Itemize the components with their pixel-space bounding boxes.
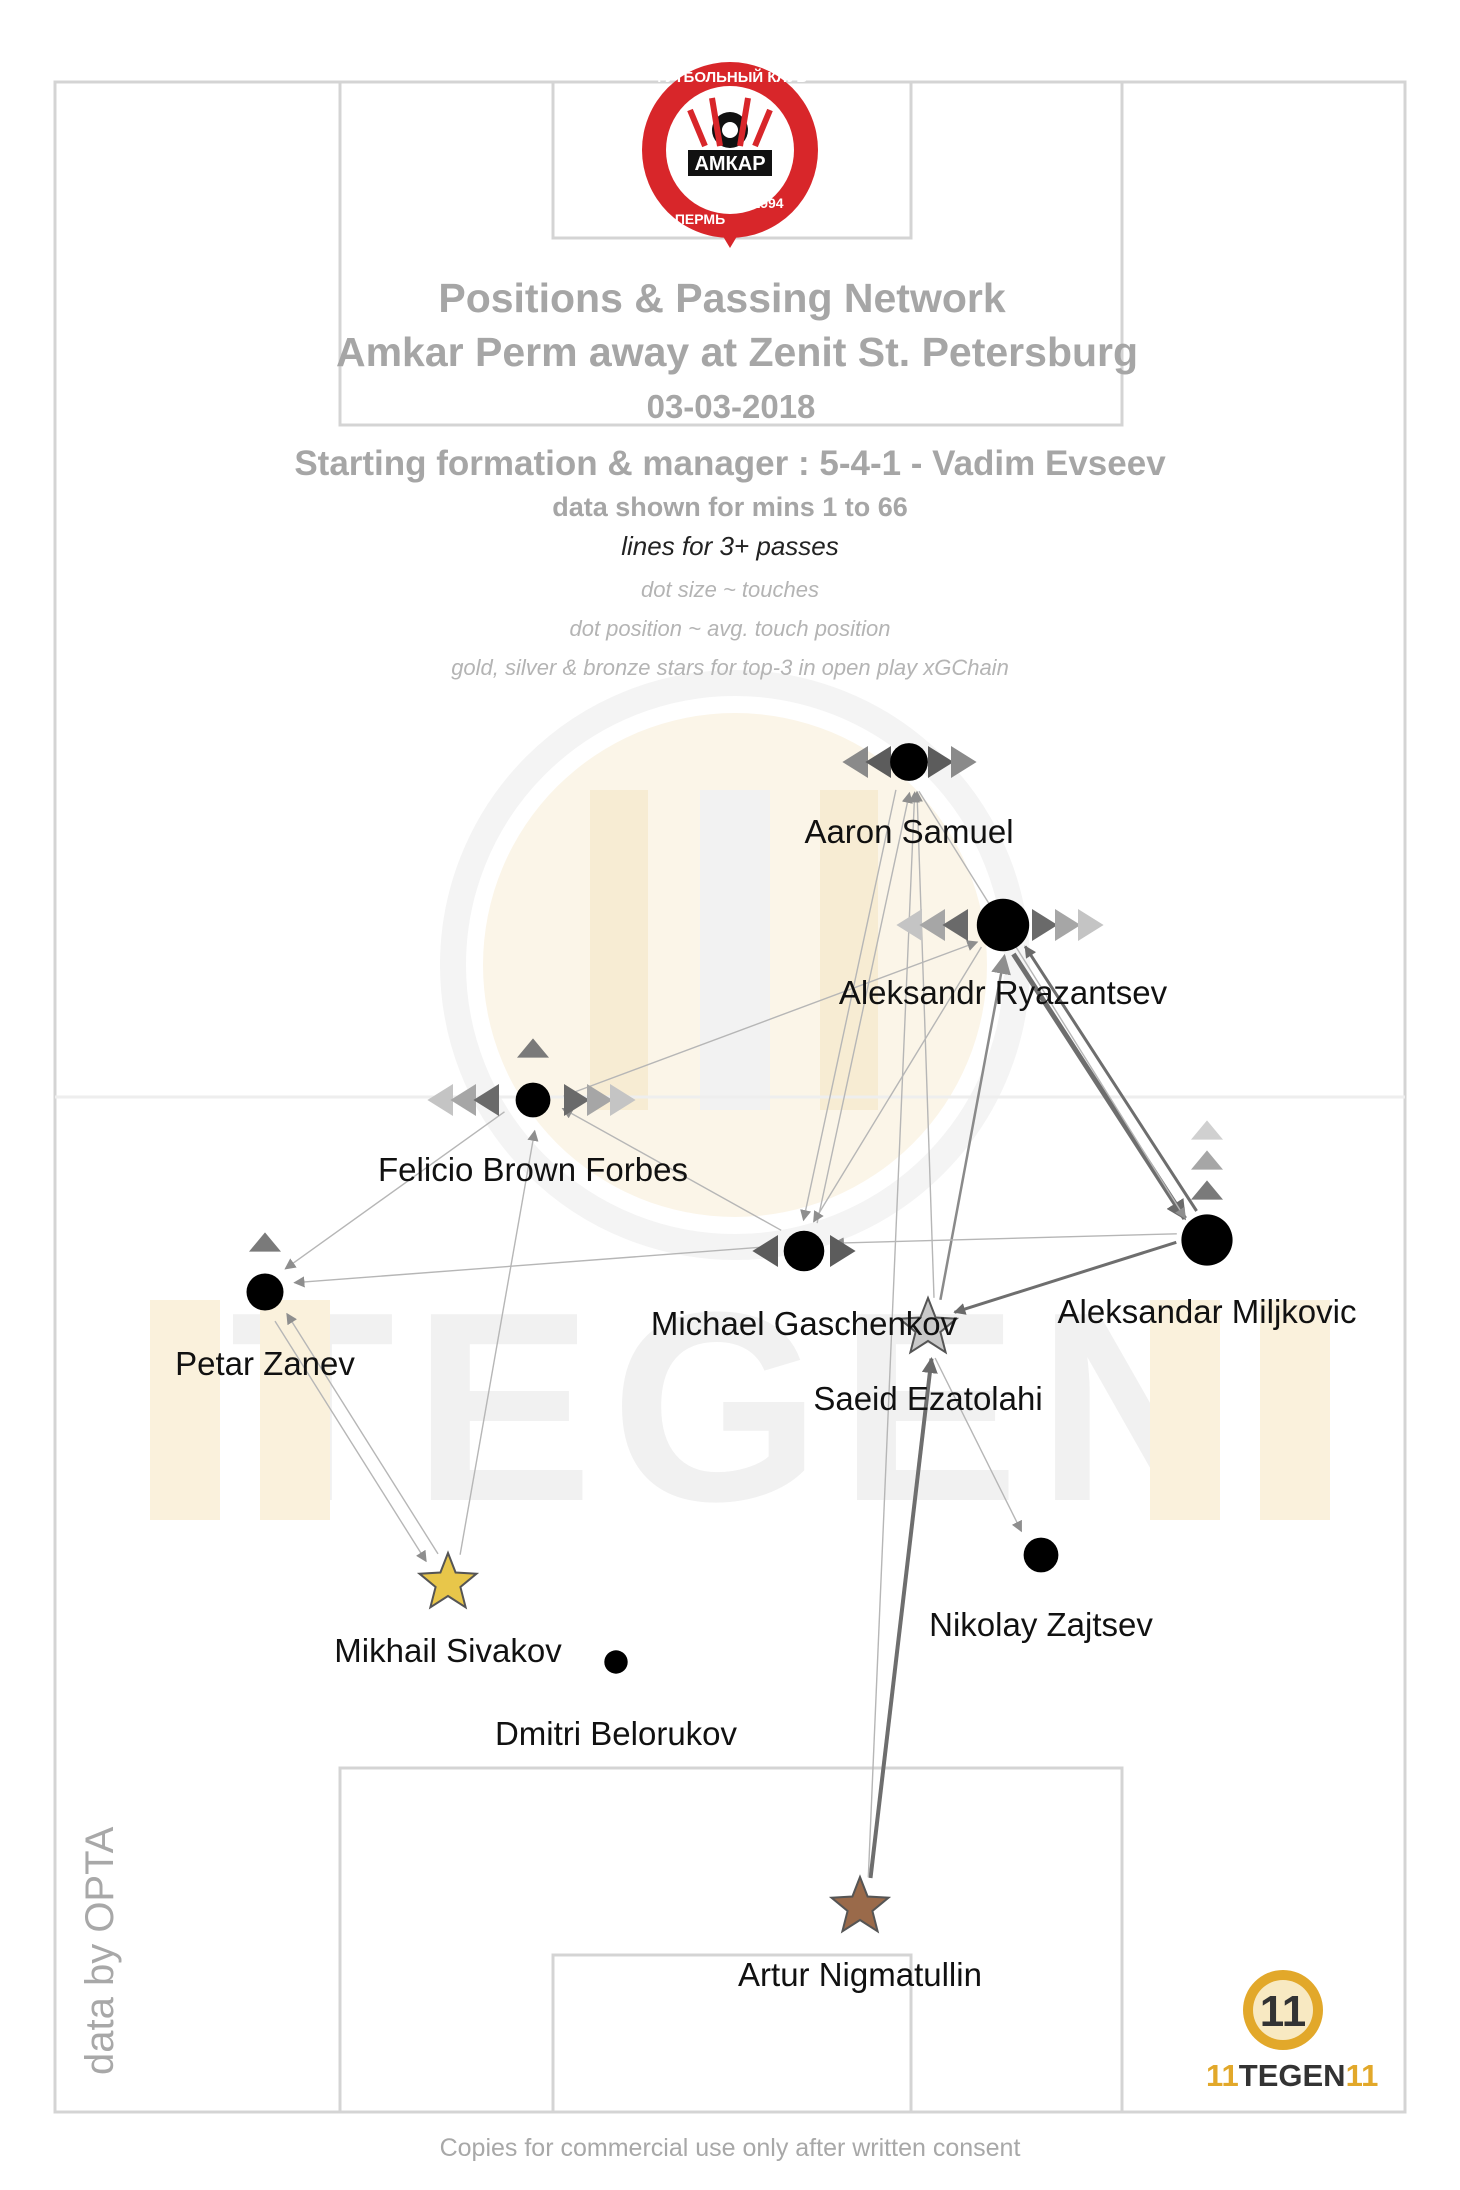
- player-dot-zajtsev: [1023, 1537, 1059, 1573]
- player-name: Michael Gaschenkov: [650, 1305, 958, 1342]
- formation-manager: Starting formation & manager : 5-4-1 - V…: [294, 444, 1166, 483]
- player-markers: [246, 743, 1233, 1934]
- brand-part-a: 11: [1206, 2058, 1239, 2093]
- action-triangle: [473, 1084, 499, 1116]
- pass-line-samuel-to-miljkovic: [918, 790, 1186, 1220]
- club-crest: АМКАР ФУТБОЛЬНЫЙ КЛУБ ПЕРМЬ 1994: [642, 62, 818, 248]
- action-triangle: [517, 1038, 549, 1058]
- action-triangle: [865, 746, 891, 778]
- match-date: 03-03-2018: [646, 388, 816, 425]
- pitch-lines: [53, 80, 1407, 2114]
- pass-line-sivakov-to-forbes: [459, 1129, 539, 1555]
- pass-line-gaschenkov-to-zanev: [293, 1245, 774, 1288]
- legend-dot-size: dot size ~ touches: [641, 577, 819, 602]
- bottom-penalty-box: [338, 1766, 1124, 2114]
- action-triangle: [919, 909, 945, 941]
- pass-line-forbes-to-ryazantsev: [563, 940, 979, 1097]
- title-line-1: Positions & Passing Network: [438, 275, 1006, 321]
- pass-line-gaschenkov-to-forbes: [561, 1107, 782, 1231]
- player-dot-belorukov: [604, 1650, 628, 1674]
- player-dot-zanev: [246, 1273, 284, 1311]
- brand-logo: 11: [1243, 1970, 1323, 2050]
- watermark: TEGEN: [150, 670, 1330, 1558]
- player-star-nigmatullin: [828, 1874, 892, 1934]
- watermark-text: TEGEN: [230, 1257, 1250, 1558]
- player-name: Aaron Samuel: [804, 813, 1014, 850]
- player-star-sivakov: [416, 1550, 480, 1610]
- action-triangle: [1078, 909, 1104, 941]
- brand-part-c: 11: [1345, 2058, 1379, 2093]
- action-triangle: [1191, 1120, 1223, 1140]
- action-triangle: [610, 1084, 636, 1116]
- minutes-range: data shown for mins 1 to 66: [552, 492, 908, 522]
- lines-note: lines for 3+ passes: [621, 531, 839, 561]
- player-name: Dmitri Belorukov: [494, 1715, 738, 1752]
- player-name: Saeid Ezatolahi: [813, 1380, 1043, 1417]
- pass-line-miljkovic-to-gaschenkov: [832, 1233, 1177, 1249]
- crest-bottom-text: ПЕРМЬ: [675, 211, 725, 227]
- crest-top-text: ФУТБОЛЬНЫЙ КЛУБ: [653, 68, 808, 86]
- action-triangle: [450, 1084, 476, 1116]
- data-source-label: data by OPTA: [78, 1826, 122, 2075]
- action-triangle: [1032, 909, 1058, 941]
- pass-line-nigmatullin-to-samuel: [867, 791, 920, 1878]
- player-name: Petar Zanev: [175, 1345, 355, 1382]
- brand-part-b: TEGEN: [1238, 2058, 1346, 2093]
- action-triangle: [587, 1084, 613, 1116]
- player-name: Mikhail Sivakov: [334, 1632, 562, 1669]
- action-triangle: [830, 1235, 856, 1267]
- player-dot-ryazantsev: [976, 898, 1030, 952]
- action-triangle: [842, 746, 868, 778]
- bottom-six-yard-box: [551, 1953, 913, 2114]
- action-triangle: [942, 909, 968, 941]
- action-triangle: [951, 746, 977, 778]
- pass-line-miljkovic-to-ezatolahi: [953, 1240, 1177, 1315]
- crest-year: 1994: [752, 195, 783, 211]
- pass-line-ezatolahi-to-samuel: [911, 790, 935, 1298]
- player-name: Artur Nigmatullin: [738, 1956, 982, 1993]
- pass-line-forbes-to-zanev: [284, 1111, 505, 1270]
- action-triangle: [564, 1084, 590, 1116]
- player-star-ezatolahi: [896, 1295, 960, 1355]
- pass-lines: [274, 789, 1198, 1879]
- pass-line-ezatolahi-to-zajtsev: [934, 1357, 1023, 1533]
- action-triangle: [427, 1084, 453, 1116]
- brand-wordmark: 11TEGEN11: [1206, 2058, 1378, 2094]
- action-triangle: [896, 909, 922, 941]
- copyright-notice: Copies for commercial use only after wri…: [439, 2134, 1021, 2162]
- player-dot-miljkovic: [1181, 1214, 1233, 1266]
- player-name: Aleksandr Ryazantsev: [838, 974, 1168, 1011]
- player-name: Nikolay Zajtsev: [929, 1606, 1153, 1643]
- action-triangle: [752, 1235, 778, 1267]
- title-line-2: Amkar Perm away at Zenit St. Petersburg: [335, 329, 1139, 375]
- pass-line-ryazantsev-to-miljkovic: [1011, 952, 1187, 1221]
- pass-line-zanev-to-sivakov: [274, 1320, 427, 1563]
- pass-line-gaschenkov-to-samuel: [816, 791, 913, 1224]
- action-triangle: [928, 746, 954, 778]
- action-indicators: [249, 746, 1223, 1267]
- player-dot-gaschenkov: [783, 1230, 825, 1272]
- pass-line-ezatolahi-to-ryazantsev: [939, 953, 1011, 1301]
- crest-name: АМКАР: [694, 153, 765, 175]
- action-triangle: [1191, 1150, 1223, 1170]
- player-name: Aleksandar Miljkovic: [1057, 1293, 1357, 1330]
- legend-stars: gold, silver & bronze stars for top-3 in…: [451, 655, 1009, 680]
- pass-line-sivakov-to-zanev: [286, 1312, 439, 1555]
- player-dot-forbes: [515, 1082, 551, 1118]
- pass-line-miljkovic-to-ryazantsev: [1023, 945, 1198, 1212]
- player-dot-samuel: [890, 743, 928, 781]
- action-triangle: [1055, 909, 1081, 941]
- action-triangle: [1191, 1180, 1223, 1200]
- action-triangle: [249, 1232, 281, 1252]
- pass-line-ryazantsev-to-gaschenkov: [813, 946, 982, 1223]
- brand-mark: 11: [1260, 1987, 1307, 2036]
- legend-dot-position: dot position ~ avg. touch position: [569, 616, 891, 641]
- pass-line-samuel-to-gaschenkov: [800, 789, 897, 1222]
- player-name: Felicio Brown Forbes: [378, 1151, 688, 1188]
- pass-line-nigmatullin-to-ezatolahi: [868, 1357, 938, 1879]
